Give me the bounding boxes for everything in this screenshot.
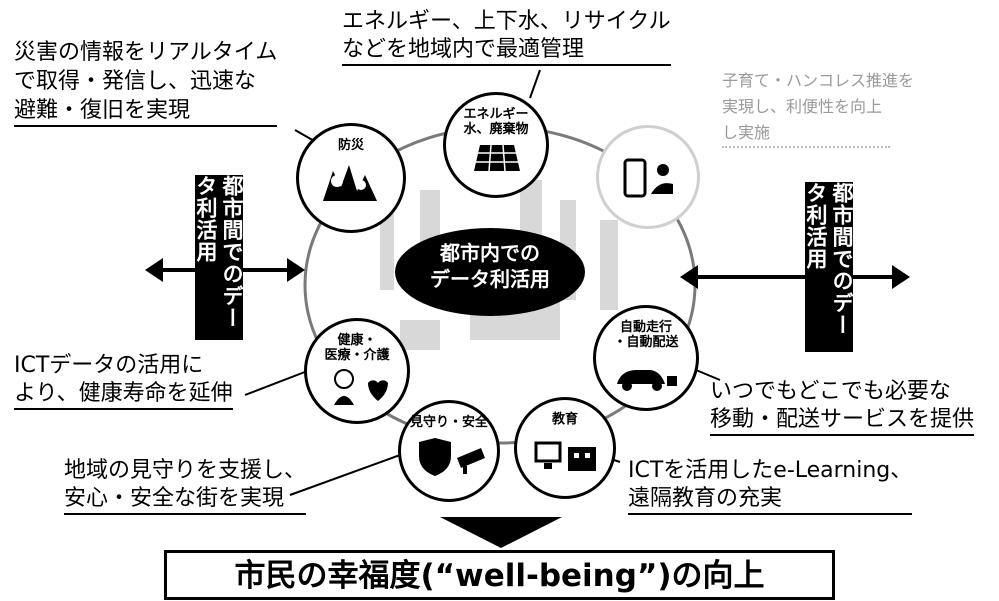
health-icon: [334, 369, 388, 405]
well-being-banner: 市民の幸福度(“well-being”)の向上: [164, 550, 835, 600]
education-node: 教育: [514, 397, 616, 499]
energy-node: エネルギー水、廃棄物: [443, 92, 549, 198]
down-arrow: [440, 517, 562, 548]
mobility-node: 自動走行・自動配送: [593, 305, 699, 411]
right-double-arrow: [680, 265, 910, 289]
watch-safety-node: 見守り・安全: [398, 400, 500, 502]
faded-caption: 子育て・ハンコレス推進を 実現し、利便性を向上 し実施: [722, 68, 914, 148]
solar-panel-icon: [474, 144, 520, 172]
energy-caption: エネルギー、上下水、リサイクル などを地域内で最適管理: [342, 8, 671, 66]
security-camera-icon: [419, 438, 485, 476]
smartphone-node: [596, 125, 700, 229]
smartphone-icon: [623, 158, 673, 198]
intercity-label-right: 都市間でのデータ利活用: [804, 182, 854, 352]
health-node: 健康・医療・介護: [304, 318, 410, 424]
disaster-node: 防災: [296, 123, 406, 233]
intercity-label-left: 都市間でのデータ利活用: [194, 175, 244, 340]
watch-caption: 地域の見守りを支援し、 安心・安全な街を実現: [64, 457, 307, 515]
disaster-icon: [323, 165, 377, 201]
education-caption: ICTを活用したe-Learning、 遠隔教育の充実: [628, 457, 913, 515]
vehicle-icon: [617, 370, 677, 391]
ict-health-caption: ICTデータの活用に より、健康寿命を延伸: [14, 352, 233, 410]
disaster-caption: 災害の情報をリアルタイム で取得・発信し、迅速な 避難・復旧を実現: [14, 38, 278, 127]
mobility-caption: いつでもどこでも必要な 移動・配送サービスを提供: [710, 378, 975, 436]
school-icon: [534, 441, 596, 471]
intra-city-data-label: 都市内での データ利活用: [395, 228, 585, 316]
